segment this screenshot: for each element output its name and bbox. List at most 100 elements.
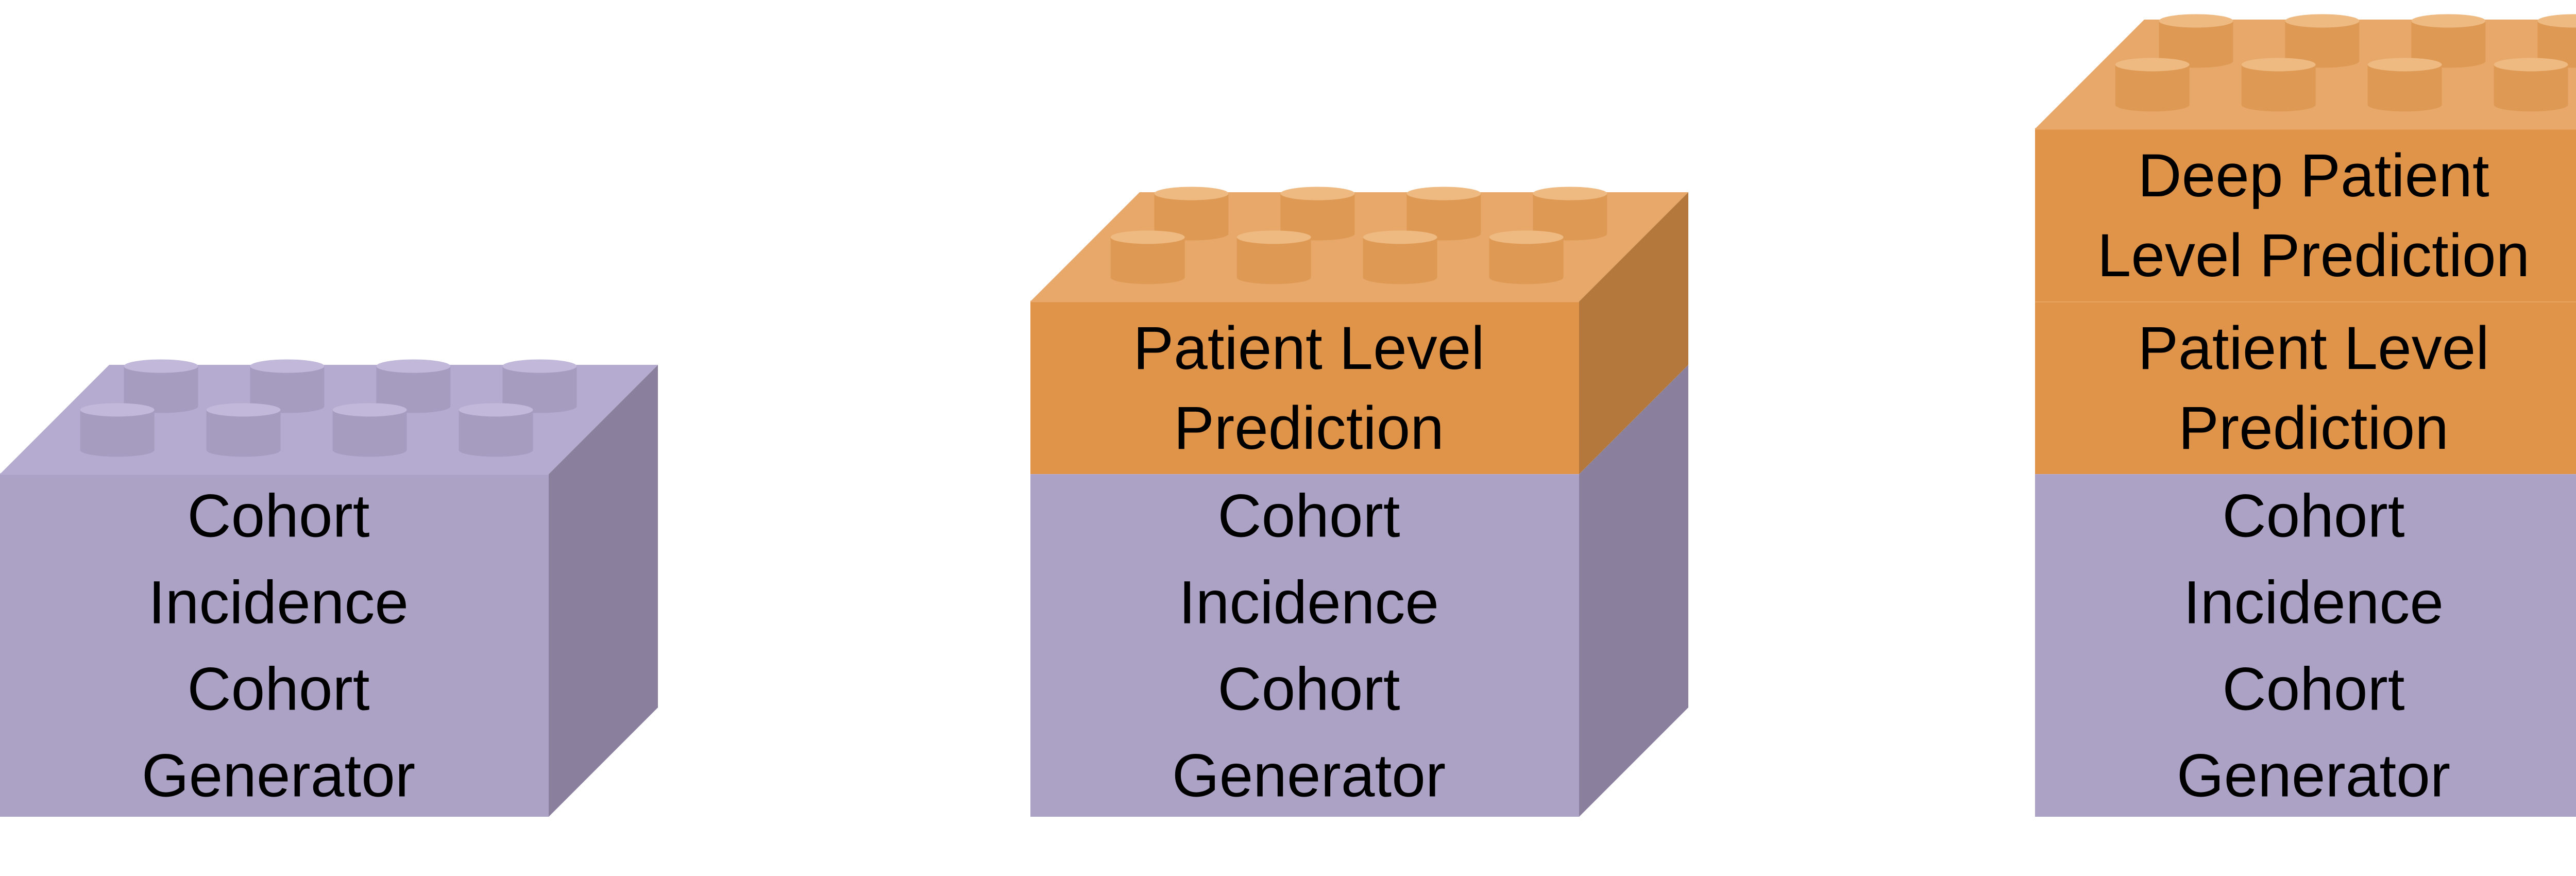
stud	[1533, 187, 1607, 241]
stud-side	[2241, 64, 2316, 112]
block-label-line: Cohort	[2222, 482, 2404, 550]
stud-side	[1154, 193, 1229, 241]
stud-side	[2285, 21, 2360, 68]
stud-side	[206, 410, 281, 457]
block-label-line: Patient Level	[2138, 314, 2489, 382]
stud	[124, 359, 198, 413]
stud-top	[1406, 187, 1481, 200]
stud-top	[1533, 187, 1607, 200]
stud-top	[2411, 14, 2486, 28]
stud-top	[376, 359, 451, 373]
stud-top	[250, 359, 325, 373]
stud-top	[2285, 14, 2360, 28]
stud-side	[1110, 237, 1185, 284]
block-label-line: Generator	[142, 742, 415, 810]
stud-side	[2159, 21, 2233, 68]
stud-top	[2115, 58, 2190, 72]
stud	[1280, 187, 1355, 241]
stud	[332, 403, 407, 457]
stud-side	[332, 410, 407, 457]
block-label-line: Cohort	[1217, 482, 1400, 550]
block-front-face	[2035, 474, 2576, 817]
stud-top	[1236, 230, 1311, 244]
block-label-line: Prediction	[1174, 394, 1444, 462]
stud-side	[502, 366, 577, 413]
stud	[2367, 58, 2442, 112]
stud-top	[1110, 230, 1185, 244]
stud-top	[2159, 14, 2233, 28]
stud-top	[1280, 187, 1355, 200]
block-label-line: Patient Level	[1133, 314, 1484, 382]
stud	[1154, 187, 1229, 241]
stud	[1110, 230, 1185, 284]
stud	[1236, 230, 1311, 284]
stud-side	[2537, 21, 2576, 68]
stud	[80, 403, 155, 457]
block-label-line: Cohort	[187, 655, 369, 723]
stud-side	[2367, 64, 2442, 112]
block-label-line: Incidence	[2183, 569, 2444, 637]
block-label-line: Deep Patient	[2138, 142, 2489, 210]
stud-side	[2411, 21, 2486, 68]
stud-top	[502, 359, 577, 373]
stud-side	[124, 366, 198, 413]
stud-side	[2115, 64, 2190, 112]
stud-side	[80, 410, 155, 457]
stud-side	[376, 366, 451, 413]
stud	[1363, 230, 1437, 284]
stud	[2411, 14, 2486, 68]
block-label-line: Incidence	[1179, 569, 1439, 637]
stud	[2537, 14, 2576, 68]
stud	[2285, 14, 2360, 68]
stud-top	[2367, 58, 2442, 72]
stud-side	[459, 410, 533, 457]
stud	[2494, 58, 2568, 112]
stud-top	[459, 403, 533, 417]
stud-top	[80, 403, 155, 417]
stud	[1406, 187, 1481, 241]
block-front-face	[1030, 301, 1579, 474]
block-label-line: Cohort	[187, 482, 369, 550]
block-label-line: Incidence	[148, 569, 409, 637]
stud-top	[2537, 14, 2576, 28]
stud-side	[1406, 193, 1481, 241]
block-side-face	[1579, 365, 1688, 817]
stud	[502, 359, 577, 413]
stud-top	[124, 359, 198, 373]
block-label-line: Cohort	[1217, 655, 1400, 723]
block-label-line: Generator	[2177, 742, 2450, 810]
stud	[2159, 14, 2233, 68]
stud	[2241, 58, 2316, 112]
stud-top	[332, 403, 407, 417]
block-front-face	[1030, 474, 1579, 817]
stud-side	[1280, 193, 1355, 241]
stud-side	[1489, 237, 1564, 284]
block-label-line: Generator	[1172, 742, 1446, 810]
stud-side	[2494, 64, 2568, 112]
block-label-line: Prediction	[2178, 394, 2449, 462]
stud	[250, 359, 325, 413]
stud-side	[1533, 193, 1607, 241]
block-front-face	[2035, 129, 2576, 301]
block-label-line: Cohort	[2222, 655, 2404, 723]
block-front-face	[0, 474, 549, 817]
stud-top	[2241, 58, 2316, 72]
stud-top	[1363, 230, 1437, 244]
stud-top	[1489, 230, 1564, 244]
stud	[459, 403, 533, 457]
stud-top	[1154, 187, 1229, 200]
stud-top	[206, 403, 281, 417]
stud	[2115, 58, 2190, 112]
stud-side	[1236, 237, 1311, 284]
stud-side	[1363, 237, 1437, 284]
stud	[206, 403, 281, 457]
block-label-line: Level Prediction	[2097, 222, 2530, 290]
